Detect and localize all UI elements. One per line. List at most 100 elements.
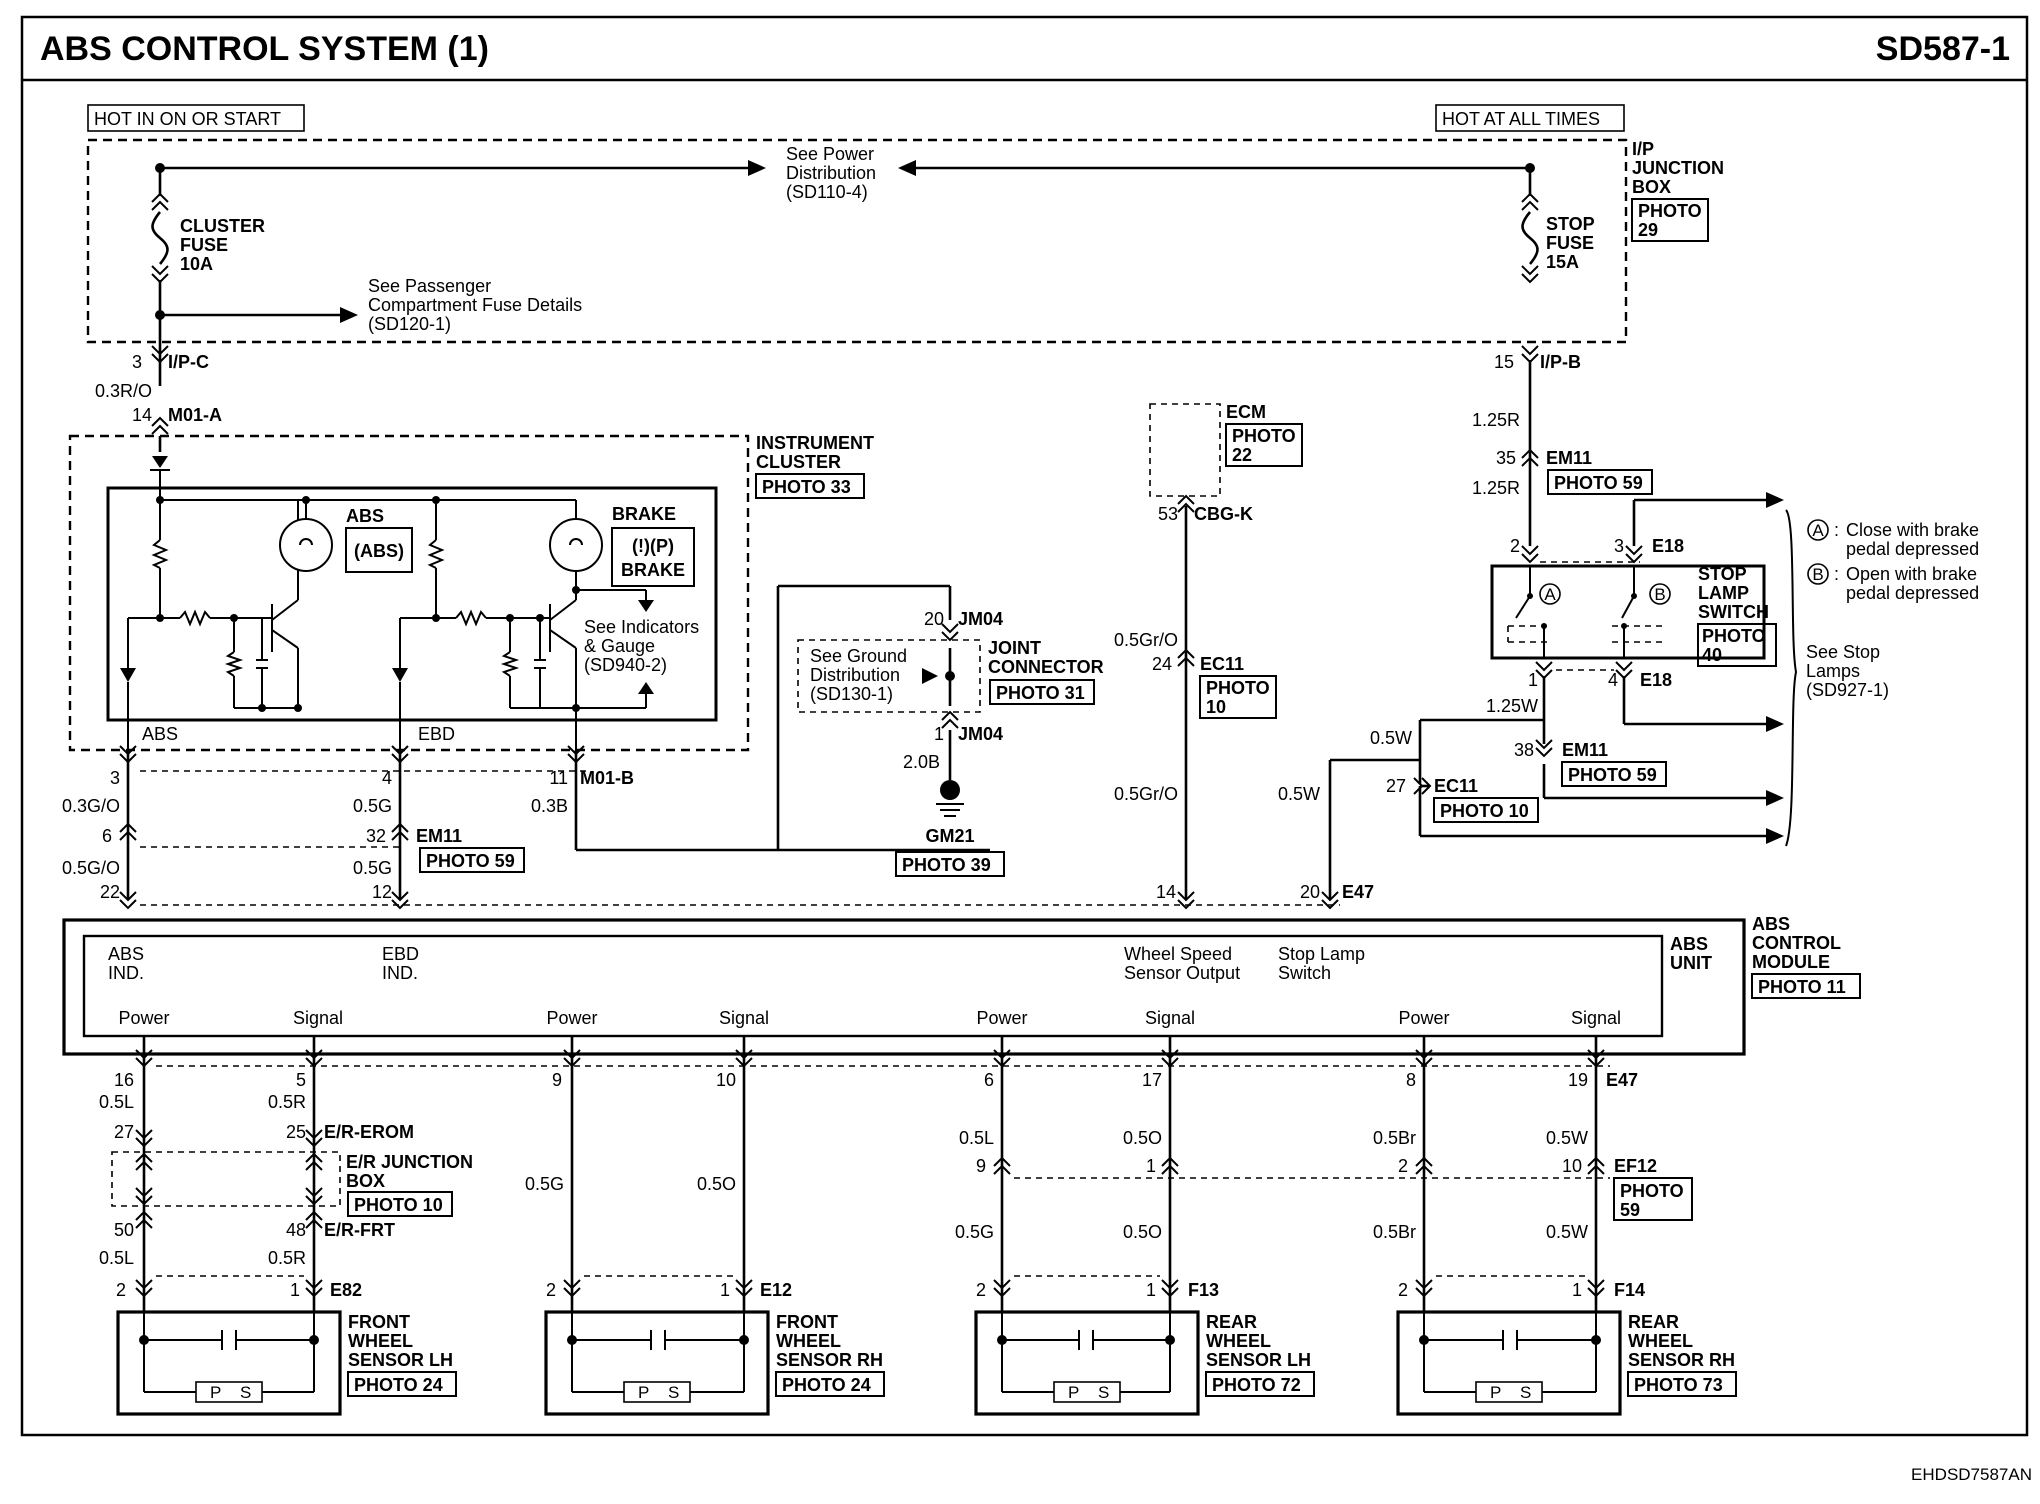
wire-05go: 0.5G/O: [62, 858, 120, 878]
em11-pin6: 6: [102, 826, 112, 846]
cluster-photo-box: [755, 473, 865, 499]
ipc-pin: 3: [132, 352, 142, 372]
fl-pin5: 5: [296, 1070, 306, 1090]
e47-pin14: 14: [1156, 882, 1176, 902]
cluster-out-abs: ABS: [142, 724, 178, 744]
abs-warning-icon: [345, 527, 413, 573]
rr-pin10: 10: [1562, 1156, 1582, 1176]
wire-05g-b: 0.5G: [353, 858, 392, 878]
e12-connector: E12: [760, 1280, 792, 1300]
footer-code: EHDSD7587AN: [1911, 1465, 2032, 1484]
fl-pin16: 16: [114, 1070, 134, 1090]
svg-text:IND.: IND.: [382, 963, 418, 983]
e82-pin1: 1: [290, 1280, 300, 1300]
brake-icon-text: BRAKE: [621, 560, 685, 580]
svg-text:E/R JUNCTION: E/R JUNCTION: [346, 1152, 473, 1172]
jm04-connector: JM04: [958, 609, 1003, 629]
ef12-photo-number: 59: [1620, 1200, 1640, 1220]
er-jb-photo: PHOTO 10: [354, 1195, 443, 1215]
rl-pin9: 9: [976, 1156, 986, 1176]
em11-b-photo-box: [419, 847, 525, 873]
abs-control-module-box: [62, 918, 1746, 1056]
svg-text:B: B: [1812, 565, 1823, 584]
hot-all-label: HOT AT ALL TIMES: [1442, 109, 1600, 129]
ec11-b-photo: PHOTO 10: [1440, 801, 1529, 821]
ec11-pin27: 27: [1386, 776, 1406, 796]
rr-photo-box: [1627, 1371, 1737, 1397]
svg-text:P: P: [210, 1383, 221, 1402]
svg-text:FUSE: FUSE: [1546, 233, 1594, 253]
svg-text:(SD940-2): (SD940-2): [584, 655, 667, 675]
er-erom-connector: E/R-EROM: [324, 1122, 414, 1142]
svg-text:SENSOR RH: SENSOR RH: [776, 1350, 883, 1370]
svg-text:Distribution: Distribution: [810, 665, 900, 685]
svg-text::: :: [1834, 564, 1839, 584]
rr-wire-1b: 0.5W: [1546, 1128, 1588, 1148]
fr-pin9: 9: [552, 1070, 562, 1090]
svg-text:SENSOR LH: SENSOR LH: [348, 1350, 453, 1370]
svg-text:Distribution: Distribution: [786, 163, 876, 183]
rl-pin6: 6: [984, 1070, 994, 1090]
wire-05g-a: 0.5G: [353, 796, 392, 816]
wire-05gro-b: 0.5Gr/O: [1114, 784, 1178, 804]
ec11-b-photo-box: [1433, 797, 1539, 823]
em11-c-photo-box: [1561, 761, 1667, 787]
abs-unit-label: ABS UNIT: [1670, 934, 1712, 973]
em11-pin38: 38: [1514, 740, 1534, 760]
svg-text:CONNECTOR: CONNECTOR: [988, 657, 1104, 677]
e18-pin4: 4: [1608, 670, 1618, 690]
wire-125w: 1.25W: [1486, 696, 1538, 716]
svg-text:WHEEL: WHEEL: [348, 1331, 413, 1351]
f14-pin1: 1: [1572, 1280, 1582, 1300]
cbg-pin: 53: [1158, 504, 1178, 524]
front-wheel-sensor-rh-label: FRONT WHEEL SENSOR RH: [776, 1312, 883, 1370]
ecm-photo-box: [1225, 423, 1303, 467]
svg-text:FRONT: FRONT: [348, 1312, 410, 1332]
see-power-note: See Power Distribution (SD110-4): [786, 144, 876, 202]
e12-pin2: 2: [546, 1280, 556, 1300]
fl-pin25: 25: [286, 1122, 306, 1142]
e18-pin1: 1: [1528, 670, 1538, 690]
rr-photo: PHOTO 73: [1634, 1375, 1723, 1395]
svg-text:IND.: IND.: [108, 963, 144, 983]
er-frt-connector: E/R-FRT: [324, 1220, 395, 1240]
ip-photo-label: PHOTO: [1638, 201, 1702, 221]
svg-text:Compartment Fuse Details: Compartment Fuse Details: [368, 295, 582, 315]
fl-photo-box: [347, 1371, 457, 1397]
front-wheel-sensor-lh-label: FRONT WHEEL SENSOR LH: [348, 1312, 453, 1370]
page-title: ABS CONTROL SYSTEM (1): [40, 30, 489, 68]
svg-text:Switch: Switch: [1278, 963, 1331, 983]
f13-pin1: 1: [1146, 1280, 1156, 1300]
arrow-right-icon: [748, 160, 766, 176]
cluster-photo: PHOTO 33: [762, 477, 851, 497]
stop-lamps-bracket: [1785, 509, 1798, 847]
svg-text:pedal depressed: pedal depressed: [1846, 583, 1979, 603]
svg-text:BOX: BOX: [346, 1171, 385, 1191]
f13-pin2: 2: [976, 1280, 986, 1300]
svg-text:LAMP: LAMP: [1698, 583, 1749, 603]
stop-lamp-switch-box: [1490, 564, 1766, 660]
m01b-connector: M01-B: [580, 768, 634, 788]
fl-pin48: 48: [286, 1220, 306, 1240]
svg-text:P: P: [638, 1383, 649, 1402]
gm21-photo: PHOTO 39: [902, 855, 991, 875]
rl-wire-2b: 0.5O: [1123, 1222, 1162, 1242]
joint-photo: PHOTO 31: [996, 683, 1085, 703]
wire-03b: 0.3B: [531, 796, 568, 816]
fl-pin50: 50: [114, 1220, 134, 1240]
pin-signal-rr: Signal: [1571, 1008, 1621, 1028]
stop-switch-photo-number: 40: [1702, 645, 1722, 665]
svg-text:& Gauge: & Gauge: [584, 636, 655, 656]
rr-wire-2b: 0.5W: [1546, 1222, 1588, 1242]
em11-pin32: 32: [366, 826, 386, 846]
svg-text:See Stop: See Stop: [1806, 642, 1880, 662]
ef12-connector: EF12: [1614, 1156, 1657, 1176]
svg-text:S: S: [1520, 1383, 1531, 1402]
gm21-ground: GM21: [925, 826, 974, 846]
rl-wire-1b: 0.5O: [1123, 1128, 1162, 1148]
ecm-label: ECM: [1226, 402, 1266, 422]
pin-power-rr: Power: [1398, 1008, 1449, 1028]
e12-pin1: 1: [720, 1280, 730, 1300]
